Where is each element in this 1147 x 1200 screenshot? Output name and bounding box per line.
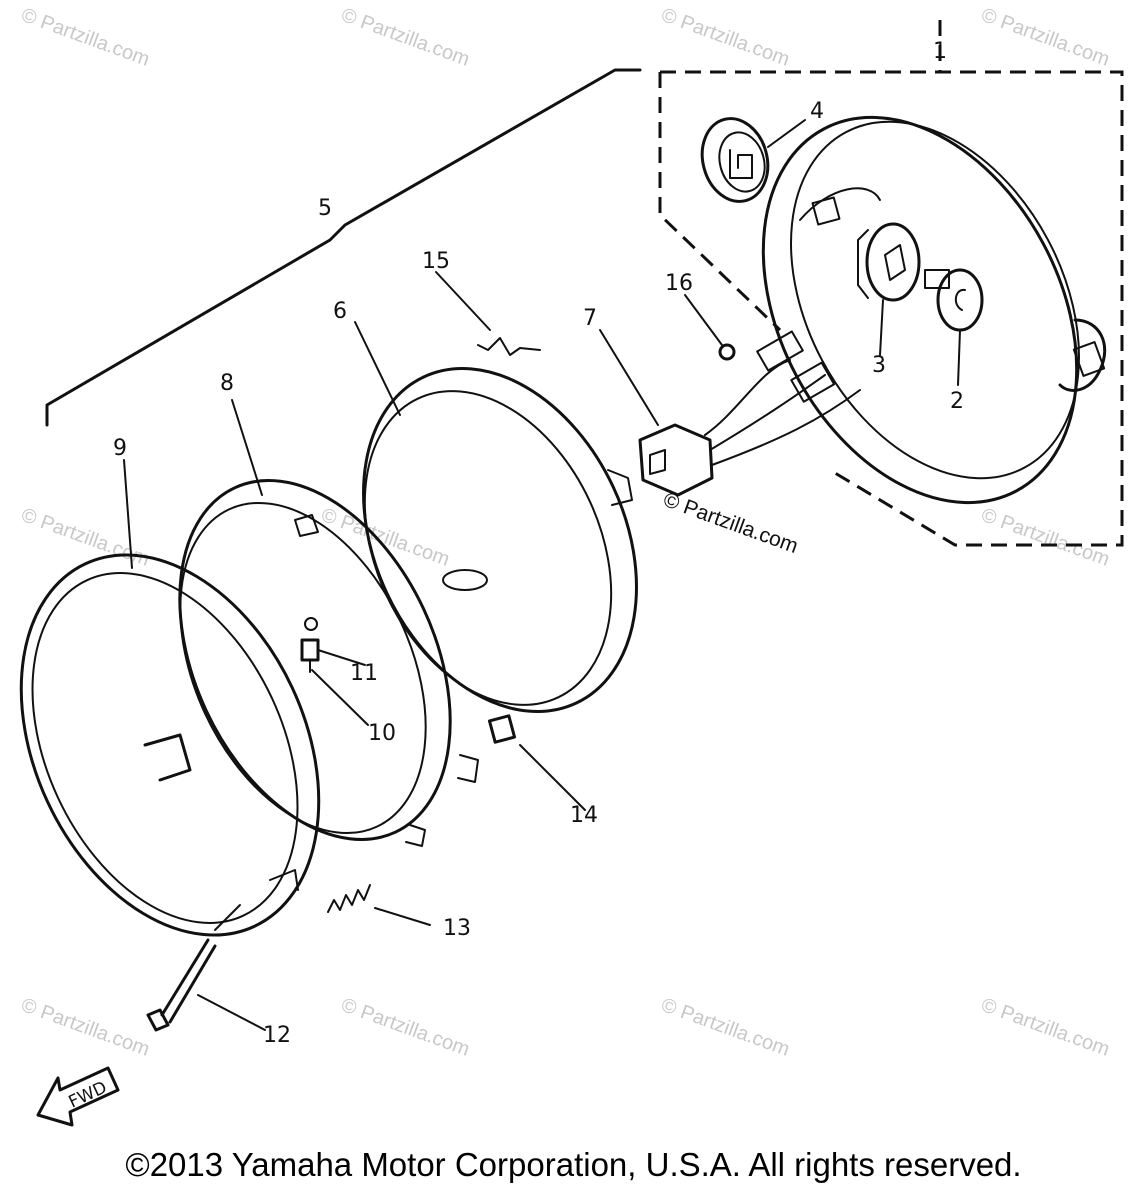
part-label-3[interactable]: 3 <box>872 353 886 378</box>
headlight-rim <box>19 553 321 937</box>
spring-coil <box>327 884 371 913</box>
watermark: © Partzilla.com <box>18 4 152 71</box>
part-label-1[interactable]: 1 <box>933 39 947 64</box>
part-label-14[interactable]: 14 <box>570 803 598 828</box>
housing-group-dashed-box <box>658 20 1124 547</box>
bulb-socket <box>857 222 921 302</box>
screw <box>718 343 736 361</box>
watermark: © Partzilla.com <box>18 994 152 1061</box>
wiring-socket <box>638 330 861 497</box>
mounting-ring <box>178 478 479 847</box>
adjusting-screw <box>300 617 320 673</box>
headlight-housing <box>761 115 1107 505</box>
grommet <box>700 117 770 203</box>
nut <box>487 714 517 744</box>
watermark: © Partzilla.com <box>978 4 1112 71</box>
center-watermark: © Partzilla.com <box>660 488 801 558</box>
part-label-16[interactable]: 16 <box>665 271 693 296</box>
bolt <box>146 904 241 1032</box>
position-bulb <box>924 268 984 332</box>
part-label-2[interactable]: 2 <box>950 389 964 414</box>
part-label-8[interactable]: 8 <box>220 371 234 396</box>
part-label-10[interactable]: 10 <box>368 721 396 746</box>
part-label-15[interactable]: 15 <box>422 249 450 274</box>
part-label-12[interactable]: 12 <box>263 1023 291 1048</box>
watermarks: © Partzilla.com © Partzilla.com © Partzi… <box>18 4 1112 1061</box>
leader-lines <box>123 119 961 1031</box>
watermark: © Partzilla.com <box>658 4 792 71</box>
watermark: © Partzilla.com <box>658 994 792 1061</box>
unit-assembly-bracket <box>45 68 642 427</box>
headlight-lens-unit <box>362 367 638 713</box>
spring <box>477 337 541 356</box>
watermark: © Partzilla.com <box>338 994 472 1061</box>
part-label-7[interactable]: 7 <box>583 306 597 331</box>
part-label-13[interactable]: 13 <box>443 916 471 941</box>
part-label-5[interactable]: 5 <box>318 196 332 221</box>
part-labels: 1 4 5 15 16 6 7 3 2 8 9 11 10 14 13 12 <box>113 39 964 1048</box>
watermark: © Partzilla.com <box>978 504 1112 571</box>
part-label-11[interactable]: 11 <box>350 661 378 686</box>
watermark: © Partzilla.com <box>338 4 472 71</box>
copyright-notice: ©2013 Yamaha Motor Corporation, U.S.A. A… <box>125 1146 1022 1183</box>
part-label-9[interactable]: 9 <box>113 436 127 461</box>
forward-arrow-icon: FWD <box>36 1066 120 1127</box>
part-label-6[interactable]: 6 <box>333 299 347 324</box>
part-label-4[interactable]: 4 <box>810 99 824 124</box>
headlight-exploded-diagram: © Partzilla.com © Partzilla.com © Partzi… <box>18 4 1124 1127</box>
watermark: © Partzilla.com <box>978 994 1112 1061</box>
